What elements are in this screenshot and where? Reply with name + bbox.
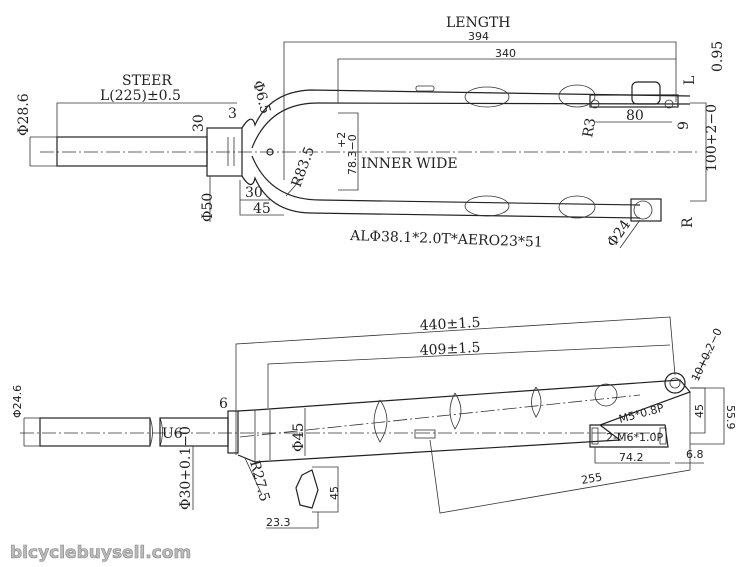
fork-blade-left-outer (241, 89, 691, 129)
section-width: 23.3 (266, 516, 291, 529)
dim-30-top: 30 (191, 114, 207, 132)
dropout-left (589, 94, 679, 108)
crown-race (206, 127, 243, 177)
inner-wide-value: 78.3−0 (346, 134, 359, 175)
dim-80: 80 (626, 108, 644, 124)
race-diameter: Φ30+0.1−0 (178, 426, 194, 510)
fork-blade-right-outer (241, 175, 641, 219)
brake-mount (415, 85, 435, 92)
fork-blade-right-inner (251, 155, 641, 206)
dim-440: 440±1.5 (419, 315, 480, 334)
crown-race (227, 410, 239, 454)
dim-3: 3 (228, 106, 237, 122)
dropout-diameter: Φ24 (604, 217, 634, 250)
dim-0-95: 0.95 (710, 41, 726, 72)
dim-255: 255 (580, 471, 603, 487)
steerer-tube (39, 417, 151, 447)
dim-45: 45 (693, 404, 706, 418)
fork-blade (237, 379, 692, 463)
radius-label: R83.5 (289, 145, 318, 190)
side-view: 440±1.5 409±1.5 Φ24.6 6 U6 Φ45 Φ30+0.1−0… (11, 315, 737, 529)
crown-diameter: Φ50 (200, 193, 216, 222)
dim-6: 6 (219, 396, 228, 412)
dropout-width: 100+2−0 (704, 104, 720, 172)
length-label: LENGTH (446, 15, 511, 31)
dropout-right (630, 198, 662, 222)
steer-diameter: Φ28.6 (16, 93, 32, 136)
crown-hole-dia: Φ6.5 (249, 79, 273, 116)
dim-409: 409±1.5 (419, 340, 480, 359)
crown-diameter: Φ45 (291, 423, 307, 452)
top-view: LENGTH 394 340 STEER L(225)±0.5 Φ28.6 3 … (16, 15, 726, 251)
watermark: bicyclebuysell.com (10, 543, 191, 563)
axle-slot: 10+0.2−0 (689, 326, 725, 383)
dim-30-bottom: 30 (245, 185, 263, 201)
radius-label: R27.5 (246, 459, 272, 503)
left-mark: L (682, 76, 698, 85)
dim-55-9: 55.9 (724, 405, 737, 430)
dim-340: 340 (495, 47, 516, 60)
steerer-tube (56, 136, 208, 167)
r3-label: R3 (580, 117, 599, 139)
tube-cross-section (295, 469, 319, 509)
label-plate (414, 429, 436, 439)
steer-label: STEER (122, 73, 172, 89)
right-mark: R (680, 217, 696, 228)
dim-6-8: 6.8 (686, 448, 704, 461)
dim-45: 45 (253, 201, 271, 217)
fork-blade-left-inner (251, 102, 691, 149)
m5-thread: M5*0.8P (617, 401, 665, 426)
m6-thread: 2-M6*1.0P (606, 431, 663, 444)
section-height: 45 (328, 486, 341, 500)
inner-wide-label: INNER WIDE (361, 156, 458, 172)
crown-hole (266, 148, 274, 156)
dim-74-2: 74.2 (619, 451, 644, 464)
steer-diameter: Φ24.6 (11, 385, 24, 418)
u6-label: U6 (162, 426, 183, 442)
tube-spec: ALΦ38.1*2.0T*AERO23*51 (349, 228, 543, 251)
dim-9: 9 (676, 121, 692, 130)
inner-wide-tolerance: +2 (335, 132, 348, 148)
steer-length: L(225)±0.5 (100, 88, 181, 104)
dim-394: 394 (468, 30, 489, 43)
brake-mount (589, 424, 669, 448)
